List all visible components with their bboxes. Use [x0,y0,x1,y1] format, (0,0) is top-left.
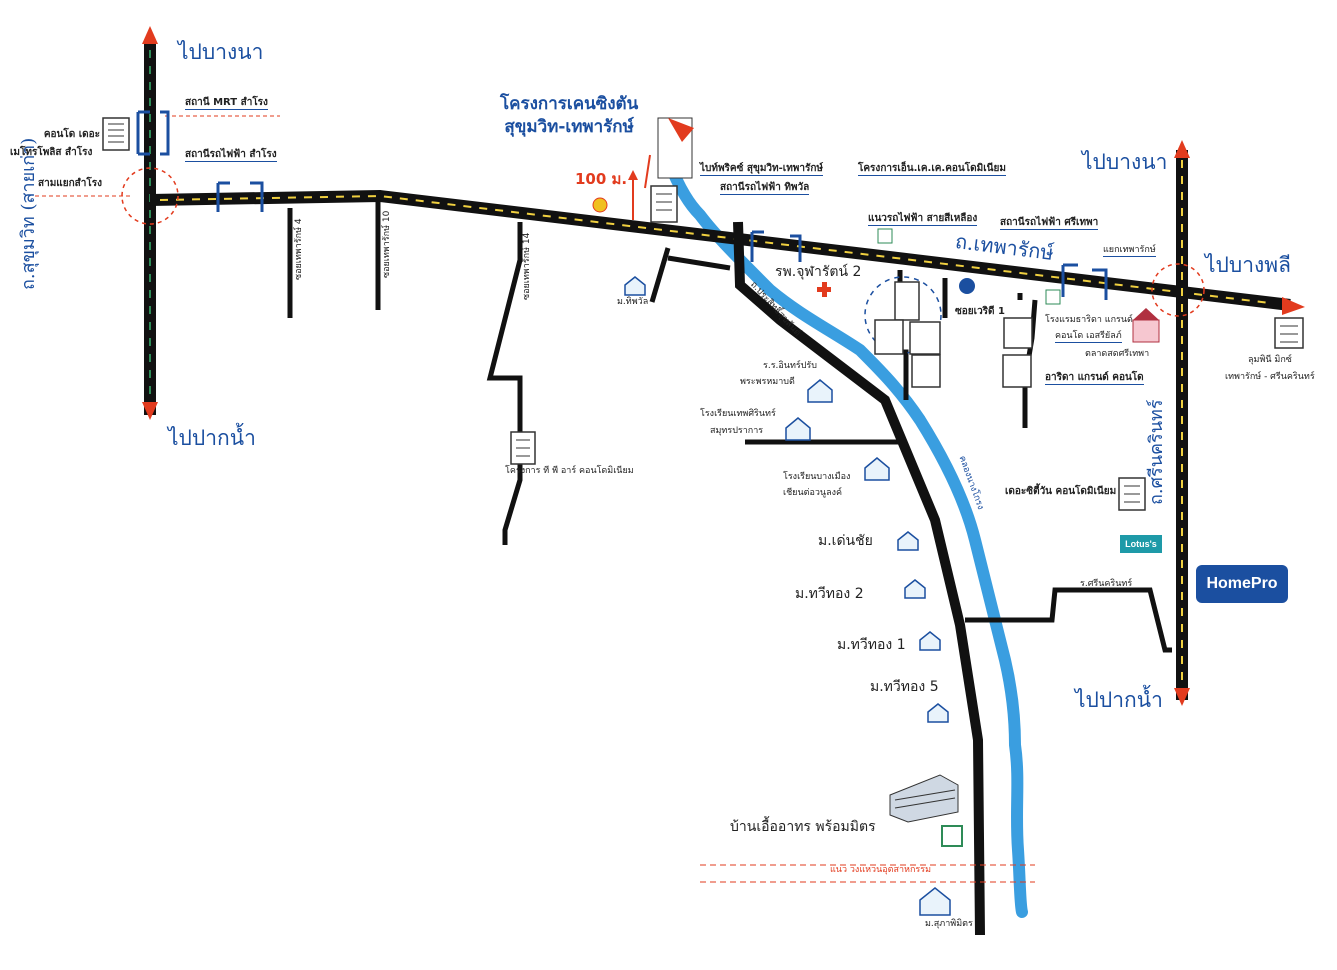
lotus-badge: Lotus's [1120,535,1162,553]
rosedale-label-2: คอนโด เอสรียัลภ์ [1055,331,1122,343]
road-soi4: ซอยเทพารักษ์ 4 [294,218,304,280]
arrow-up-icon [142,26,158,44]
lifestyle-label: ไบท์พริคซ์ สุขุมวิท-เทพารักษ์ [700,163,824,176]
lumpini-label-2: เทพารักษ์ - ศรีนครินทร์ [1225,372,1315,382]
building-windows [108,123,1298,503]
village-taweethong1: ม.ทวีทอง 1 [837,637,906,653]
rosedale-label: โรงแรมธาริดา แกรนด์ [1045,315,1133,325]
direction-bangna-right: ไปบางนา [1082,150,1168,174]
bts-srithepa-label: สถานีรถไฟฟ้า ศรีเทพา [1000,217,1099,230]
theparak-road-center [159,194,1271,304]
house-icons [624,276,951,916]
seven-eleven-icons [877,228,1061,847]
condo-metropolis: คอนโด เดอะ [43,129,100,140]
road-sukhumvit: ถ.สุขุมวิท (สายเก่า) [18,137,39,290]
school3-label: โรงเรียนบางเมือง [783,472,851,482]
project-title-line1: โครงการเคนซิงตัน [500,94,639,114]
hospital-icon [817,282,831,297]
road-soi10: ซอยเทพารักษ์ 10 [382,210,392,278]
direction-bangna-left: ไปบางนา [178,40,264,64]
arrow-up-icon [628,170,638,180]
building-icons [102,117,1304,511]
market-label: ตลาดสดศรีเทพา [1085,349,1150,359]
baan-uea-arthorn: บ้านเอื้ออาทร พร้อมมิตร [730,819,876,835]
arrow-down-icon [142,402,158,420]
direction-bangphli: ไปบางพลี [1205,253,1291,277]
project-site-icon [644,117,694,189]
theparak-junction-label: แยกเทพารักษ์ [1103,245,1156,257]
hospital-label: รพ.จุฬารัตน์ 2 [775,264,862,280]
school3-label-2: เชียนต่อวนูลงค์ [783,488,842,498]
samrong-junction-marker [121,167,179,225]
temple-icon [1132,308,1160,343]
condo-metropolis-2: เมโทรโพลิส สำโรง [10,147,93,158]
village-taweethong2: ม.ทวีทอง 2 [795,586,864,602]
village-supapimit: ม.สุภาพิมิตร [925,919,973,929]
soi-veridi: ซอยเวริดี 1 [955,306,1005,317]
nl-condo-label: โครงการเอ็น.เค.เค.คอนโดมิเนียม [858,163,1006,176]
shell-icon [592,197,608,213]
tipparat-village: ม.ทิพวัล [617,297,649,307]
school1-label: ร.ร.อินทร์ปรับ [763,361,817,371]
prasitsuksan-road [733,221,985,936]
arrow-up-icon [1174,140,1190,158]
distance-label: 100 ม. [575,170,628,188]
project-title-line2: สุขุมวิท-เทพารักษ์ [504,117,634,137]
office-building-icon [889,774,959,823]
school2-label-2: สมุทรปราการ [710,426,764,436]
ring-road-label: แนว วงแหวนอุตสาหกรรม [830,865,932,875]
theparak-junction-marker [1151,263,1205,317]
village-denchai: ม.เด่นชัย [818,533,873,549]
tdr-condo-label: โครงการ ที พี อาร์ คอนโดมิเนียม [505,466,634,476]
arrow-down-icon [1174,688,1190,706]
homepro-badge: HomePro [1196,565,1288,603]
direction-paknam-left: ไปปากน้ำ [168,426,256,450]
road-sinakarin-bottom: ร.ศรีนครินทร์ [1080,579,1133,589]
ariya-label: อาริดา แกรนด์ คอนโด [1045,372,1144,385]
yellow-line-label: แนวรถไฟฟ้า สายสีเหลือง [868,213,978,226]
village-taweethong5: ม.ทวีทอง 5 [870,679,939,695]
road-srinakarin: ถ.ศรีนครินทร์ [1146,399,1167,505]
project-title: โครงการเคนซิงตัน สุขุมวิท-เทพารักษ์ [500,96,638,136]
bts-tipparat-label: สถานีรถไฟฟ้า ทิพวัล [720,182,810,195]
bts-samrong: สถานีรถไฟฟ้า สำโรง [185,149,277,162]
school1-label-2: พระพรหมาบดี [740,377,795,387]
lumpini-label: ลุมพินี มิกซ์ [1248,355,1292,365]
arrow-right-icon [1282,297,1305,315]
direction-paknam-right: ไปปากน้ำ [1075,688,1163,712]
cityon-label: เดอะซิตี้วัน คอนโดมิเนียม [1005,486,1117,497]
mrt-samrong: สถานี MRT สำโรง [185,97,268,110]
samrong-junction: สามแยกสำโรง [38,178,103,189]
bts-srithepa-marker [864,276,942,354]
bts-station-icons [136,110,1108,300]
logo-icon [959,278,975,294]
road-soi14: ซอยเทพารักษ์ 14 [522,232,532,300]
school2-label: โรงเรียนเทพศิรินทร์ [700,409,776,419]
